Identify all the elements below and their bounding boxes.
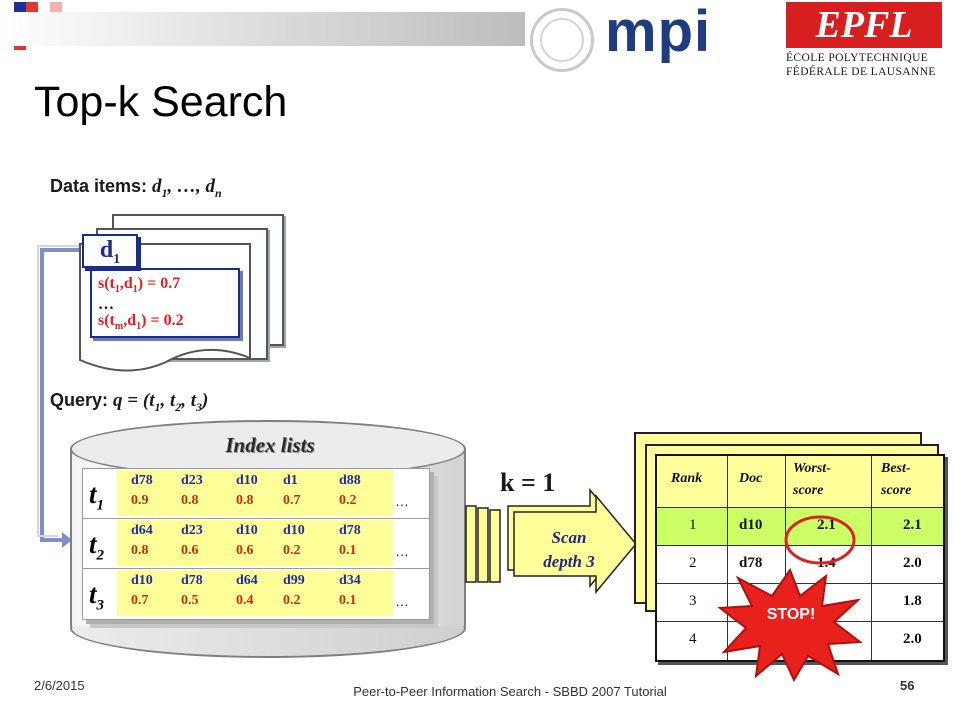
result-best: 2.0 <box>903 555 922 571</box>
scan-arrow <box>465 487 637 595</box>
result-rank: 3 <box>689 593 697 609</box>
mpi-seal-logo <box>530 8 594 72</box>
index-list-term: t2 <box>89 529 105 564</box>
col-header-doc: Doc <box>739 471 763 486</box>
page-number: 56 <box>900 678 915 693</box>
scan-depth-label: Scan depth 3 <box>543 528 595 571</box>
slide-title: Top-k Search <box>34 78 288 126</box>
highlight-ellipse <box>784 515 856 565</box>
index-list-ellipsis: … <box>395 493 409 509</box>
result-best: 2.1 <box>903 517 922 533</box>
col-header-worst: Worst-score <box>793 461 831 498</box>
doc-score-line1: s(t1,d1) = 0.7 <box>98 275 181 296</box>
stop-label: STOP! <box>766 606 816 623</box>
result-doc: d10 <box>739 517 763 533</box>
result-rank: 1 <box>689 517 697 533</box>
doc-score-line3: s(tm,d1) = 0.2 <box>98 312 184 333</box>
result-best: 2.0 <box>903 631 922 647</box>
query-label: Query: q = (t1, t2, t3) <box>50 390 208 415</box>
result-best: 1.8 <box>903 593 922 609</box>
data-items-key: Data items: <box>50 176 148 196</box>
footer-date: 2/6/2015 <box>34 678 85 693</box>
epfl-name-line2: FÉDÉRALE DE LAUSANNE <box>786 66 936 78</box>
index-list-ellipsis: … <box>395 593 409 609</box>
k-label: k = 1 <box>500 468 556 497</box>
query-value: q = (t1, t2, t3) <box>113 390 209 414</box>
result-worst: 2.1 <box>817 517 836 533</box>
index-lists-title: Index lists <box>225 433 315 457</box>
epfl-name-line1: ÉCOLE POLYTECHNIQUE <box>786 52 929 64</box>
stop-starburst <box>717 567 863 682</box>
result-rank: 2 <box>689 555 697 571</box>
index-list-term: t1 <box>89 479 105 514</box>
footer-title: Peer-to-Peer Information Search - SBBD 2… <box>353 684 667 699</box>
doc-scores-card: s(t1,d1) = 0.7 … s(tm,d1) = 0.2 <box>90 268 240 338</box>
index-list-term: t3 <box>89 579 105 614</box>
epfl-logo: EPFL <box>786 2 942 48</box>
data-items-value: d1, …, dn <box>152 176 222 200</box>
doc-score-line2: … <box>98 296 114 314</box>
query-key: Query: <box>50 390 109 410</box>
result-doc: d78 <box>739 555 763 571</box>
doc-id-badge: d1 <box>82 234 138 268</box>
data-items-label: Data items: d1, …, dn <box>50 176 222 201</box>
header-bar <box>0 12 525 46</box>
col-header-best: Best-score <box>881 461 912 498</box>
mpi-logo: mpi <box>605 0 712 64</box>
index-list-ellipsis: … <box>395 543 409 559</box>
col-header-rank: Rank <box>671 471 703 486</box>
result-rank: 4 <box>689 631 697 647</box>
